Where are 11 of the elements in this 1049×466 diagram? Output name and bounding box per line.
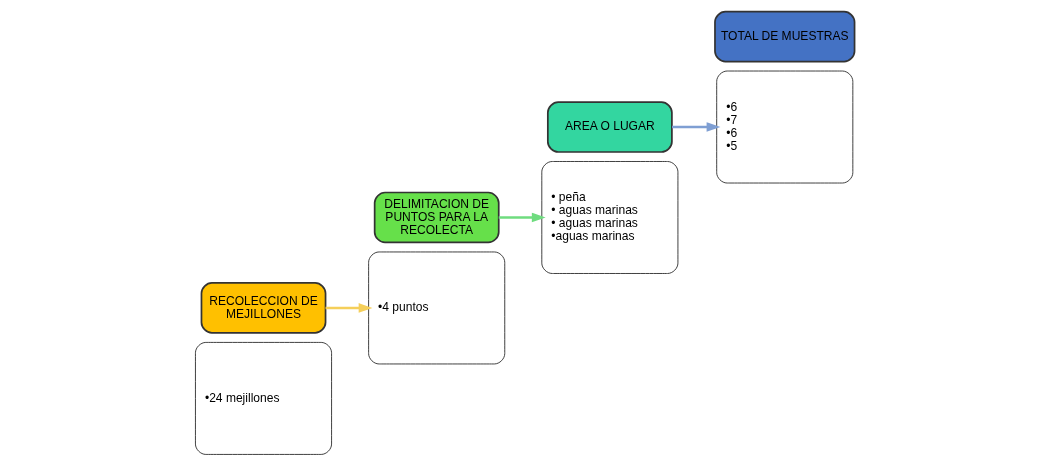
node-box: DELIMITACION DE PUNTOS PARA LA RECOLECTA: [373, 191, 500, 244]
node-box: TOTAL DE MUESTRAS: [713, 10, 855, 63]
node-box: •24 mejillones: [194, 342, 332, 455]
node-box: • peña • aguas marinas • aguas marinas •aguas marinas: [540, 161, 678, 274]
node-box: RECOLECCION DE MEJILLONES: [200, 282, 326, 334]
arrow: [498, 212, 546, 223]
node-box: AREA O LUGAR: [546, 101, 673, 153]
arrow: [325, 303, 372, 313]
arrow: [671, 122, 720, 132]
node-box: •4 puntos: [367, 251, 505, 365]
node-box: •6 •7 •6 •5: [715, 70, 853, 184]
